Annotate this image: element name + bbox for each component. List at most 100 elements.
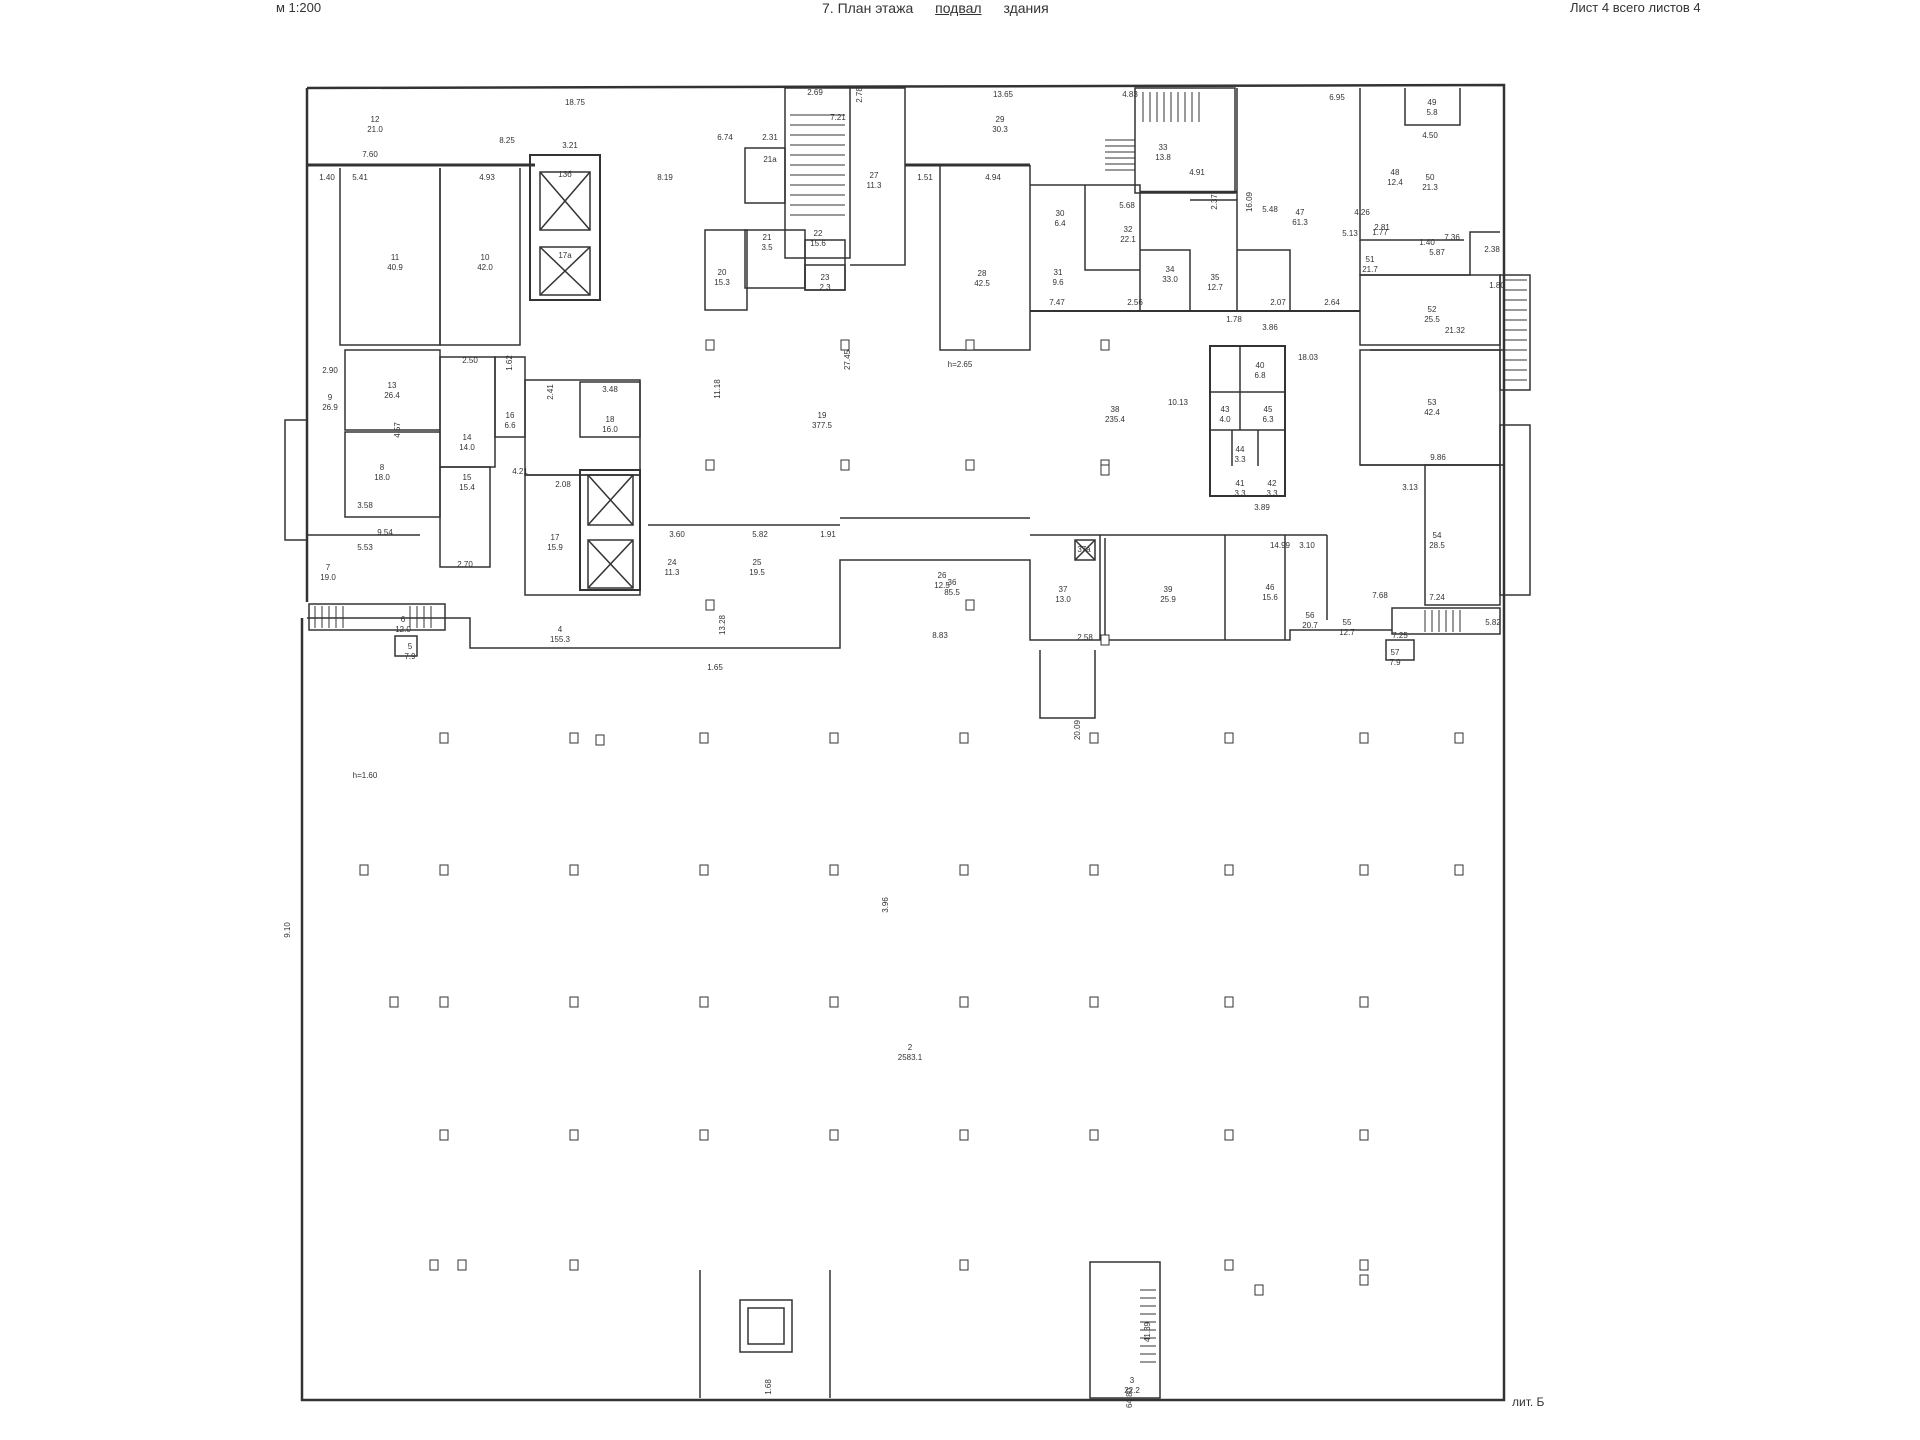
room-number-r6: 6 (401, 615, 406, 624)
room-number-r11: 11 (391, 253, 400, 262)
scale-label: м 1:200 (276, 0, 322, 15)
dimension-label: 3.10 (1299, 541, 1315, 550)
room-number-r13: 13 (388, 381, 397, 390)
dimension-label: 2.31 (762, 133, 778, 142)
dimension-label: 7.47 (1049, 298, 1065, 307)
dimension-label: 7.21 (830, 113, 846, 122)
room-area-r21: 3.5 (761, 243, 773, 252)
room-number-r51: 51 (1366, 255, 1375, 264)
dimension-label: 9.86 (1430, 453, 1446, 462)
room-number-r57: 57 (1391, 648, 1400, 657)
room-area-r47: 61.3 (1292, 218, 1308, 227)
room-area-r6: 12.0 (395, 625, 411, 634)
column-marker (569, 1259, 579, 1271)
plan-building: здания (1003, 0, 1049, 16)
column-marker (1224, 1259, 1234, 1271)
room-area-r25: 19.5 (749, 568, 765, 577)
column-marker (1224, 1129, 1234, 1141)
room-area-r31: 9.6 (1052, 278, 1064, 287)
column-marker (840, 459, 850, 471)
room-area-r14: 14.0 (459, 443, 475, 452)
room-area-r11: 40.9 (387, 263, 403, 272)
room-area-r12: 21.0 (367, 125, 383, 134)
column-marker (595, 734, 605, 746)
room-area-r16: 6.6 (504, 421, 516, 430)
column-marker (1454, 864, 1464, 876)
room-number-r18: 18 (606, 415, 615, 424)
dimension-label: 4.21 (512, 467, 528, 476)
room-area-r20: 15.3 (714, 278, 730, 287)
room-area-r38: 235.4 (1105, 415, 1126, 424)
dimension-label: 5.87 (1429, 248, 1445, 257)
dimension-label: 4.94 (985, 173, 1001, 182)
room-number-r36: 36 (948, 578, 957, 587)
room-number-r47: 47 (1296, 208, 1305, 217)
room-area-r8: 18.0 (374, 473, 390, 482)
dimension-label: 5.53 (357, 543, 373, 552)
column-marker (1089, 1129, 1099, 1141)
column-marker (569, 732, 579, 744)
room-area-r40: 6.8 (1254, 371, 1266, 380)
room-number-r5: 5 (408, 642, 413, 651)
room-area-r54: 28.5 (1429, 541, 1445, 550)
column-marker (569, 996, 579, 1008)
plan-floor: подвал (935, 0, 982, 16)
room-area-r43: 4.0 (1219, 415, 1231, 424)
room-number-r32: 32 (1124, 225, 1133, 234)
room-number-r22: 22 (814, 229, 823, 238)
dimension-label: 1.68 (764, 1379, 773, 1395)
plan-labels: 1221.01140.91042.013б17а926.91326.4818.0… (283, 87, 1505, 1408)
room-number-r46: 46 (1266, 583, 1275, 592)
building-letter: лит. Б (1512, 1395, 1545, 1409)
room-number-r33: 33 (1159, 143, 1168, 152)
height-annotation: h=2.65 (948, 360, 973, 369)
room-area-r36: 85.5 (944, 588, 960, 597)
dimension-label: 10.13 (1168, 398, 1189, 407)
dimension-label: 1.51 (917, 173, 933, 182)
room-area-r9: 26.9 (322, 403, 338, 412)
room-area-r41: 3.3 (1234, 489, 1246, 498)
room-number-r4: 4 (558, 625, 563, 634)
room-number-r38: 38 (1111, 405, 1120, 414)
room-number-r31: 31 (1054, 268, 1063, 277)
dimension-label: 2.69 (807, 88, 823, 97)
dimension-label: 21.32 (1445, 326, 1466, 335)
dimension-label: 4.83 (1122, 90, 1138, 99)
dimension-label: 4.50 (1422, 131, 1438, 140)
dimension-label: 5.68 (1119, 201, 1135, 210)
room-number-r41: 41 (1236, 479, 1245, 488)
room-area-r45: 6.3 (1262, 415, 1274, 424)
room-number-r12: 12 (371, 115, 380, 124)
dimension-label: 4.93 (479, 173, 495, 182)
column-marker (1359, 864, 1369, 876)
dimension-label: 2.41 (546, 384, 555, 400)
room-area-r29: 30.3 (992, 125, 1008, 134)
room-number-r10: 10 (481, 253, 490, 262)
room-area-r3: 22.2 (1124, 1386, 1140, 1395)
room-area-r37: 13.0 (1055, 595, 1071, 604)
dimension-label: 64.80 (1125, 1387, 1134, 1408)
room-number-r37: 37 (1059, 585, 1068, 594)
dimension-label: 1.62 (505, 355, 514, 371)
column-marker (959, 996, 969, 1008)
column-marker (1089, 732, 1099, 744)
room-area-r34: 33.0 (1162, 275, 1178, 284)
room-area-r56: 20.7 (1302, 621, 1318, 630)
dimension-label: 2.07 (1270, 298, 1286, 307)
room-number-r13b: 13б (558, 170, 572, 179)
dimension-label: 2.78 (855, 87, 864, 103)
column-marker (359, 864, 369, 876)
dimension-label: 11.18 (713, 379, 722, 399)
dimension-label: 1.78 (1226, 315, 1242, 324)
dimension-label: 18.03 (1298, 353, 1319, 362)
column-marker (959, 1259, 969, 1271)
room-area-r39: 25.9 (1160, 595, 1176, 604)
room-number-r40: 40 (1256, 361, 1265, 370)
column-marker (1254, 1284, 1264, 1296)
room-area-r57: 7.9 (1389, 658, 1401, 667)
height-annotation: h=1.60 (353, 771, 378, 780)
dimension-label: 18.75 (565, 98, 586, 107)
dimension-label: 6.95 (1329, 93, 1345, 102)
column-marker (1224, 996, 1234, 1008)
